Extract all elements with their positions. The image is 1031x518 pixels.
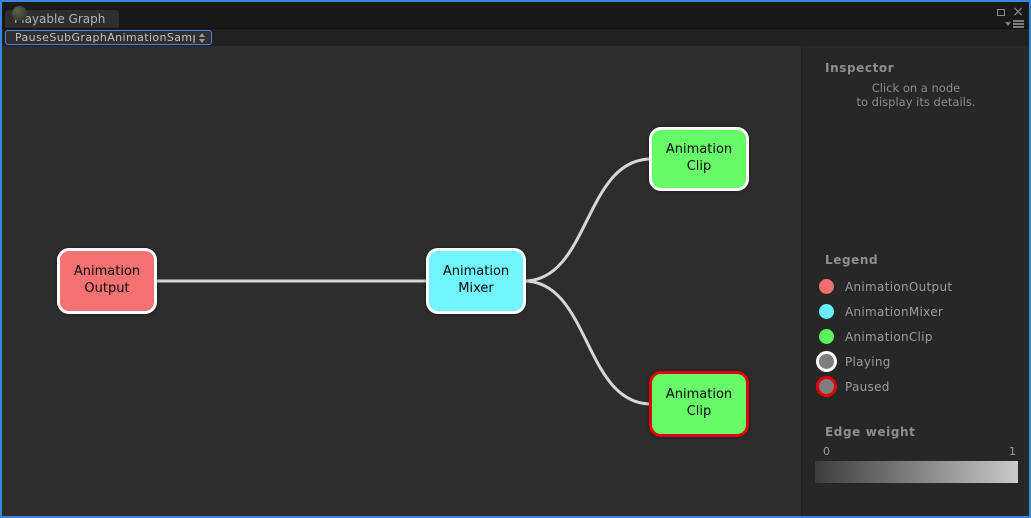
legend-item-animationmixer: AnimationMixer: [819, 299, 952, 324]
close-icon[interactable]: ×: [1012, 4, 1024, 20]
edge-weight-title: Edge weight: [825, 425, 916, 439]
graph-node-animation-clip-top[interactable]: Animation Clip: [649, 127, 749, 191]
graph-edge-animation-mixer-to-animation-clip-bottom: [522, 279, 653, 406]
legend-dot-icon: [819, 379, 834, 394]
legend-item-animationoutput: AnimationOutput: [819, 274, 952, 299]
graph-node-animation-mixer[interactable]: Animation Mixer: [426, 248, 526, 314]
legend-dot-icon: [819, 354, 834, 369]
node-label: Animation Mixer: [442, 264, 510, 296]
tab-label: Playable Graph: [14, 12, 106, 26]
menu-triangle-icon: [1005, 21, 1011, 26]
title-bar: Playable Graph ×: [2, 2, 1029, 28]
edge-weight-min-label: 0: [823, 445, 830, 458]
graph-node-animation-output[interactable]: Animation Output: [57, 248, 157, 314]
legend-label: Playing: [845, 354, 891, 369]
inspector-panel: Inspector Click on a node to display its…: [801, 46, 1029, 516]
graph-selector-dropdown[interactable]: PauseSubGraphAnimationSample: [5, 30, 212, 45]
legend-label: AnimationMixer: [845, 304, 944, 319]
edge-weight-gradient-bar: [815, 461, 1018, 483]
edge-weight-max-label: 1: [1009, 445, 1016, 458]
node-label: Animation Clip: [665, 387, 733, 419]
inspector-hint: Click on a node to display its details.: [802, 81, 1029, 110]
hint-line-2: to display its details.: [856, 94, 976, 109]
legend-label: AnimationClip: [845, 329, 933, 344]
legend-label: AnimationOutput: [845, 279, 953, 294]
legend-dot-icon: [819, 329, 834, 344]
node-label: Animation Clip: [665, 142, 733, 174]
legend-item-playing: Playing: [819, 349, 952, 374]
toolbar: PauseSubGraphAnimationSample: [2, 28, 1029, 46]
legend-title: Legend: [825, 253, 879, 267]
legend-item-animationclip: AnimationClip: [819, 324, 952, 349]
tab-playable-graph[interactable]: Playable Graph: [5, 10, 120, 28]
legend-dot-icon: [819, 279, 834, 294]
legend-label: Paused: [845, 379, 890, 394]
graph-selector-value: PauseSubGraphAnimationSample: [15, 31, 195, 44]
inspector-title: Inspector: [825, 61, 895, 75]
record-dot-icon: [12, 6, 27, 21]
window-controls: ×: [997, 4, 1024, 28]
graph-edge-animation-mixer-to-animation-clip-top: [522, 157, 653, 283]
hint-line-1: Click on a node: [871, 81, 961, 95]
legend-item-paused: Paused: [819, 374, 952, 399]
dropdown-arrows-icon: [199, 32, 205, 43]
legend-dot-icon: [819, 304, 834, 319]
window-menu-icon[interactable]: [1005, 20, 1024, 28]
node-label: Animation Output: [73, 264, 141, 296]
graph-edges: [155, 157, 653, 406]
maximize-icon[interactable]: [997, 8, 1006, 16]
menu-lines-icon: [1013, 20, 1024, 22]
graph-node-animation-clip-bottom[interactable]: Animation Clip: [649, 371, 749, 437]
